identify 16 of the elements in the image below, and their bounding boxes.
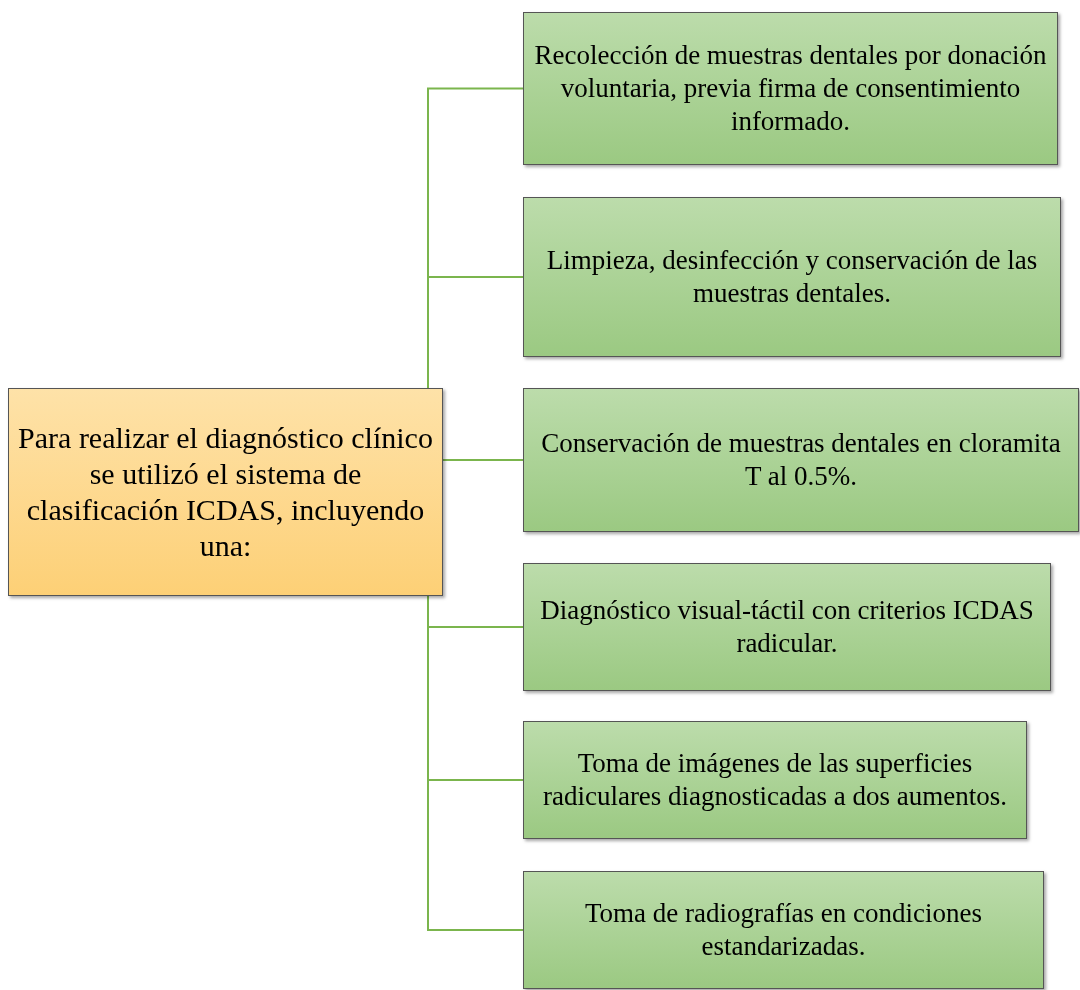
step-box [523, 721, 1027, 839]
topic-box [8, 388, 443, 596]
step-box [523, 871, 1044, 989]
box-text: Limpieza, desinfección y conservación de las muestras dentales. [545, 244, 1039, 310]
step-box [523, 197, 1061, 357]
step-box [523, 12, 1058, 165]
box-text: Toma de radiografías en condiciones estandarizadas. [584, 897, 983, 963]
box-text: Recolección de muestras dentales por donación voluntaria, previa firma de consentimiento informado. [533, 39, 1048, 138]
box-text: Conservación de muestras dentales en cloramita T al 0.5%. [540, 427, 1062, 493]
box-text: Para realizar el diagnóstico clínico se utilizó el sistema de clasificación ICDAS, incluyendo una: [17, 420, 434, 564]
step-box [523, 563, 1051, 691]
connector-line [442, 459, 524, 461]
connector-line [427, 276, 524, 389]
box-text: Diagnóstico visual-táctil con criterios ICDAS radicular. [539, 594, 1035, 660]
step-box [523, 388, 1079, 532]
box-text: Toma de imágenes de las superficies radiculares diagnosticadas a dos aumentos. [541, 747, 1009, 813]
